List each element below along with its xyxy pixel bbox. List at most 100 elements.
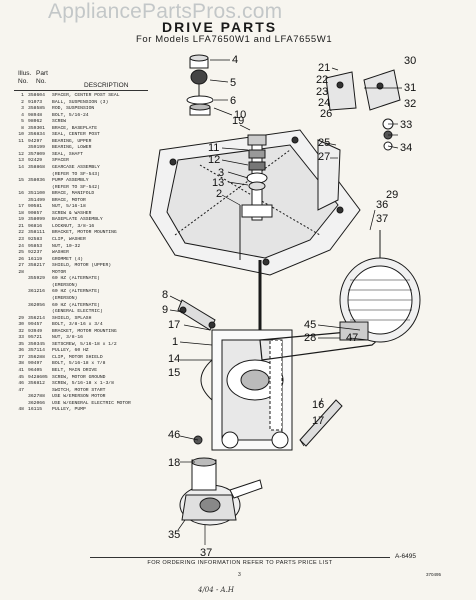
description-cell: SEAL, SHAFT: [52, 151, 83, 157]
illus-no-cell: 2: [21, 99, 24, 105]
description-cell: BRACE, MOTOR: [52, 197, 86, 203]
description-cell: PUMP ASSEMBLY: [52, 178, 89, 184]
illus-header-text: Illus. No.: [18, 70, 32, 85]
illus-no-cell: 21: [18, 223, 24, 229]
callout-17b: 17: [312, 415, 324, 427]
table-row: (EMERSON): [12, 296, 152, 303]
description-cell: USE W/EMERSON MOTOR: [52, 394, 106, 400]
callout-21: 21: [318, 62, 330, 74]
part-no-cell: 16119: [28, 256, 43, 262]
callout-30: 30: [404, 55, 416, 67]
description-cell: BOLT, 5/16-24: [52, 112, 89, 118]
description-cell: SCREW & WASHER: [52, 210, 92, 216]
illus-no-cell: 45: [18, 374, 24, 380]
callout-4: 4: [232, 54, 238, 66]
callout-labels: 4 5 6 10 19 11 12 3 13 2 8 9 17 1 14 15 …: [162, 54, 416, 559]
description-cell: SCREW, 5/16-18 x 1-3/8: [52, 381, 114, 387]
description-header: DESCRIPTION: [84, 82, 129, 89]
description-cell: GROMMET (4): [52, 256, 83, 262]
description-cell: MOTOR: [52, 269, 67, 275]
callout-24: 24: [318, 97, 330, 109]
spacer-top: [189, 54, 209, 62]
part-no-cell: 356214: [28, 315, 45, 321]
description-cell: SWITCH, MOTOR START: [52, 387, 106, 393]
illus-no-cell: 16: [18, 191, 24, 197]
part-no-cell: 356288: [28, 354, 45, 360]
part-no-cell: 98062: [28, 119, 43, 125]
document-code: 370495: [426, 572, 442, 577]
part-no-cell: 358036: [28, 178, 45, 184]
callout-29: 29: [386, 189, 398, 201]
watermark-text: AppliancePartsPros.com: [48, 0, 283, 23]
illus-no-cell: 15: [18, 178, 24, 184]
callout-19: 19: [232, 115, 244, 127]
table-row: (EMERSON): [12, 283, 152, 290]
part-no-cell: 98948: [28, 112, 43, 118]
part-no-cell: 355929: [28, 276, 45, 282]
description-cell: SHIELD, SPLASH: [52, 315, 92, 321]
illus-no-cell: 5: [21, 119, 24, 125]
page-title: DRIVE PARTS: [162, 19, 278, 35]
part-no-cell: 362066: [28, 400, 45, 406]
illus-no-cell: 29: [18, 315, 24, 321]
illus-no-cell: 4: [21, 112, 24, 118]
description-cell: BRACE, BASEPLATE: [52, 125, 98, 131]
part-no-cell: 358099: [28, 217, 45, 223]
illus-no-cell: 32: [18, 328, 24, 334]
callout-35: 35: [168, 529, 180, 541]
illus-no-cell: 12: [18, 151, 24, 157]
description-cell: BOLT, 5/16-18 x 7/8: [52, 361, 106, 367]
callout-26: 26: [320, 108, 332, 120]
part-no-cell: 90581: [28, 204, 43, 210]
table-row: 362056 60 HZ (ALTERNATE): [12, 303, 152, 310]
description-cell: BELT, MAIN DRIVE: [52, 367, 98, 373]
part-no-cell: 95853: [28, 243, 43, 249]
table-row: 15 358036 PUMP ASSEMBLY: [12, 178, 152, 185]
description-cell: (REFER TO SF-543): [52, 171, 100, 177]
part-no-cell: 96816: [28, 223, 43, 229]
description-cell: WASHER: [52, 250, 69, 256]
callout-8: 8: [162, 289, 168, 301]
illus-no-cell: 37: [18, 354, 24, 360]
callout-17: 17: [168, 319, 180, 331]
part-no-cell: 362056: [28, 302, 45, 308]
callout-18: 18: [168, 457, 180, 469]
callout-37b: 37: [200, 547, 212, 559]
illus-no-cell: 24: [18, 243, 24, 249]
illus-no-cell: 41: [18, 367, 24, 373]
part-no-cell: 358604: [28, 93, 45, 98]
description-cell: SPACER, CENTER POST SEAL: [52, 93, 120, 98]
callout-33: 33: [400, 119, 412, 131]
description-cell: PULLEY, 60 HZ: [52, 348, 89, 354]
description-cell: SEAL, CENTER POST: [52, 132, 100, 138]
description-cell: BASEPLATE ASSEMBLY: [52, 217, 103, 223]
description-cell: LOCKNUT, 3/8-16: [52, 223, 95, 229]
illus-no-cell: 48: [18, 407, 24, 413]
illus-no-cell: 8: [21, 125, 24, 131]
part-no-cell: 16115: [28, 407, 43, 413]
illus-no-cell: 26: [18, 256, 24, 262]
description-cell: 60 HZ (ALTERNATE): [52, 302, 100, 308]
illus-no-cell: 23: [18, 237, 24, 243]
illus-no-cell: 46: [18, 381, 24, 387]
description-cell: SCREW, MOTOR GROUND: [52, 374, 106, 380]
description-cell: USE W/GENERAL ELECTRIC MOTOR: [52, 400, 131, 406]
callout-15: 15: [168, 367, 180, 379]
illus-no-cell: 33: [18, 335, 24, 341]
part-no-cell: 94297: [28, 138, 43, 144]
part-no-cell: 92237: [28, 250, 43, 256]
callout-47: 47: [346, 332, 358, 344]
